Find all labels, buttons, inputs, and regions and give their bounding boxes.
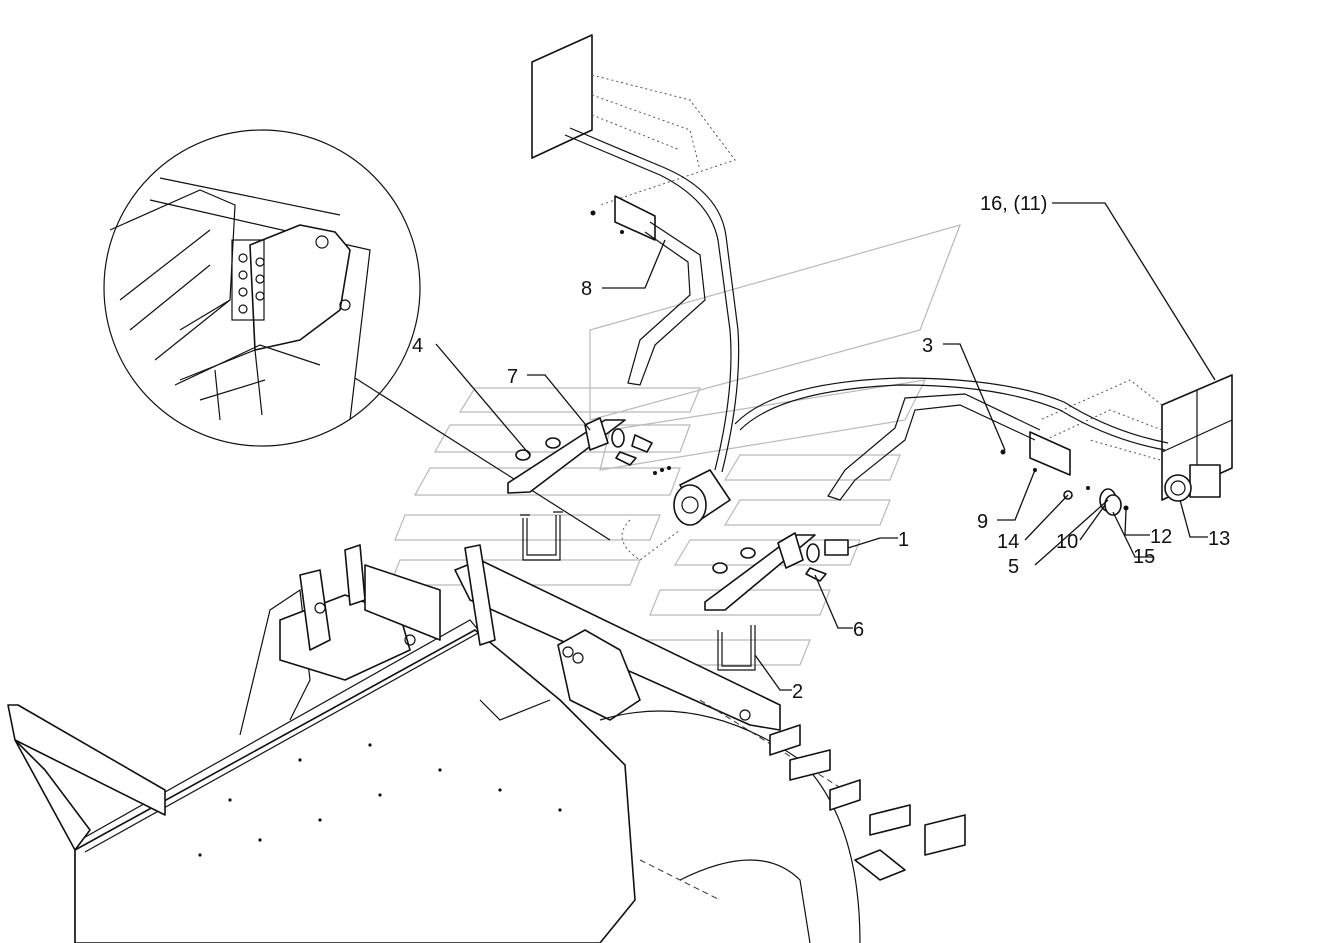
left-bracket-assembly bbox=[507, 417, 671, 561]
callout-13: 13 bbox=[1208, 528, 1230, 550]
callout-14: 14 bbox=[997, 531, 1019, 553]
right-bracket-assembly bbox=[704, 532, 849, 671]
callout-2: 2 bbox=[792, 681, 803, 703]
callout-labels: 16, (11) 8 4 7 3 9 14 10 12 5 15 13 1 6 … bbox=[412, 193, 1230, 703]
detail-magnifier bbox=[103, 129, 611, 541]
callout-3: 3 bbox=[922, 335, 933, 357]
callout-10: 10 bbox=[1056, 531, 1078, 553]
callout-15: 15 bbox=[1133, 546, 1155, 568]
callout-9: 9 bbox=[977, 511, 988, 533]
right-plate-assembly bbox=[734, 374, 1233, 502]
trailer-body bbox=[7, 544, 966, 943]
leader-lines bbox=[435, 202, 1216, 691]
top-plate-assembly bbox=[531, 34, 740, 473]
callout-7: 7 bbox=[507, 366, 518, 388]
callout-4: 4 bbox=[412, 335, 423, 357]
callout-12: 12 bbox=[1150, 526, 1172, 548]
callout-6: 6 bbox=[853, 619, 864, 641]
callout-16: 16, (11) bbox=[980, 193, 1047, 215]
callout-1: 1 bbox=[898, 529, 909, 551]
connector-plug bbox=[621, 469, 731, 561]
callout-8: 8 bbox=[581, 278, 592, 300]
callout-5: 5 bbox=[1008, 556, 1019, 578]
